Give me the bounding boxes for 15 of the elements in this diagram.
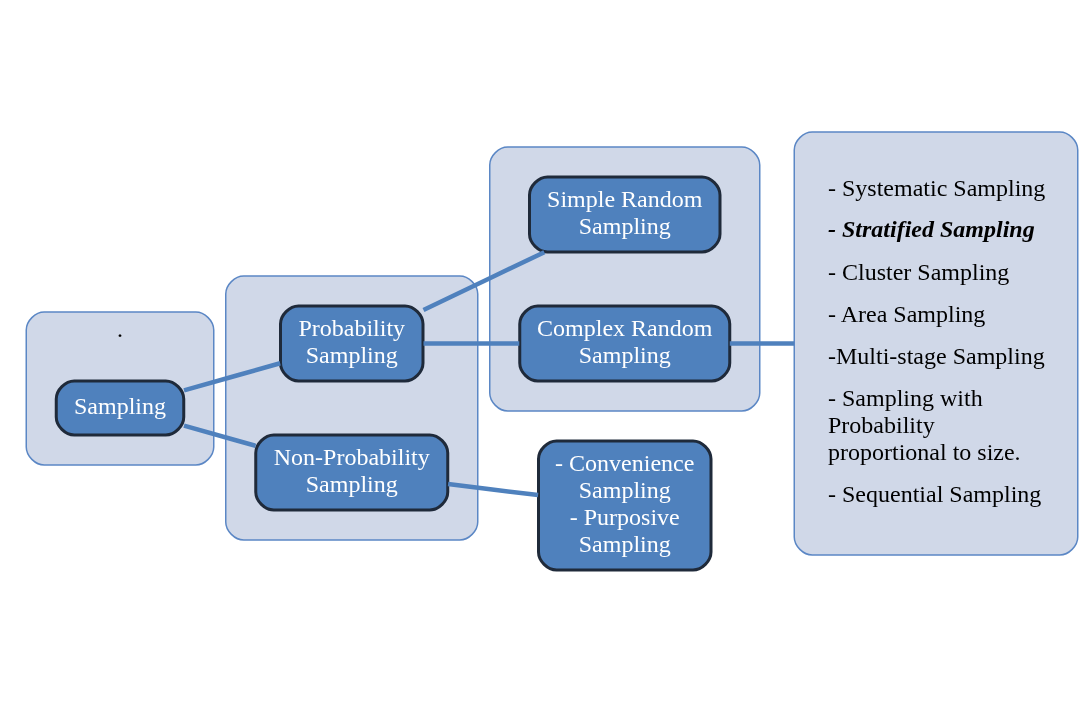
node-box: Simple Random Sampling (528, 175, 722, 254)
cluster (489, 146, 761, 412)
connector (183, 423, 257, 448)
connector (183, 361, 281, 393)
connector (423, 341, 520, 346)
node-box: Probability Sampling (279, 304, 425, 383)
connector (422, 250, 546, 312)
node-box: Non-Probability Sampling (254, 433, 450, 512)
connector (447, 481, 539, 498)
node-box: - Convenience Sampling - Purposive Sampling (537, 439, 713, 572)
cluster (225, 275, 479, 541)
connector (729, 341, 795, 346)
node-box: Complex Random Sampling (518, 304, 732, 383)
node-box: Sampling (54, 379, 186, 437)
node-box: - Systematic Sampling - Stratified Sampling - Cluster Sampling - Area Sampling -Multi-stage Sampling - Sampling with Probability proportional to size. - Sequential Sampling (793, 131, 1079, 556)
